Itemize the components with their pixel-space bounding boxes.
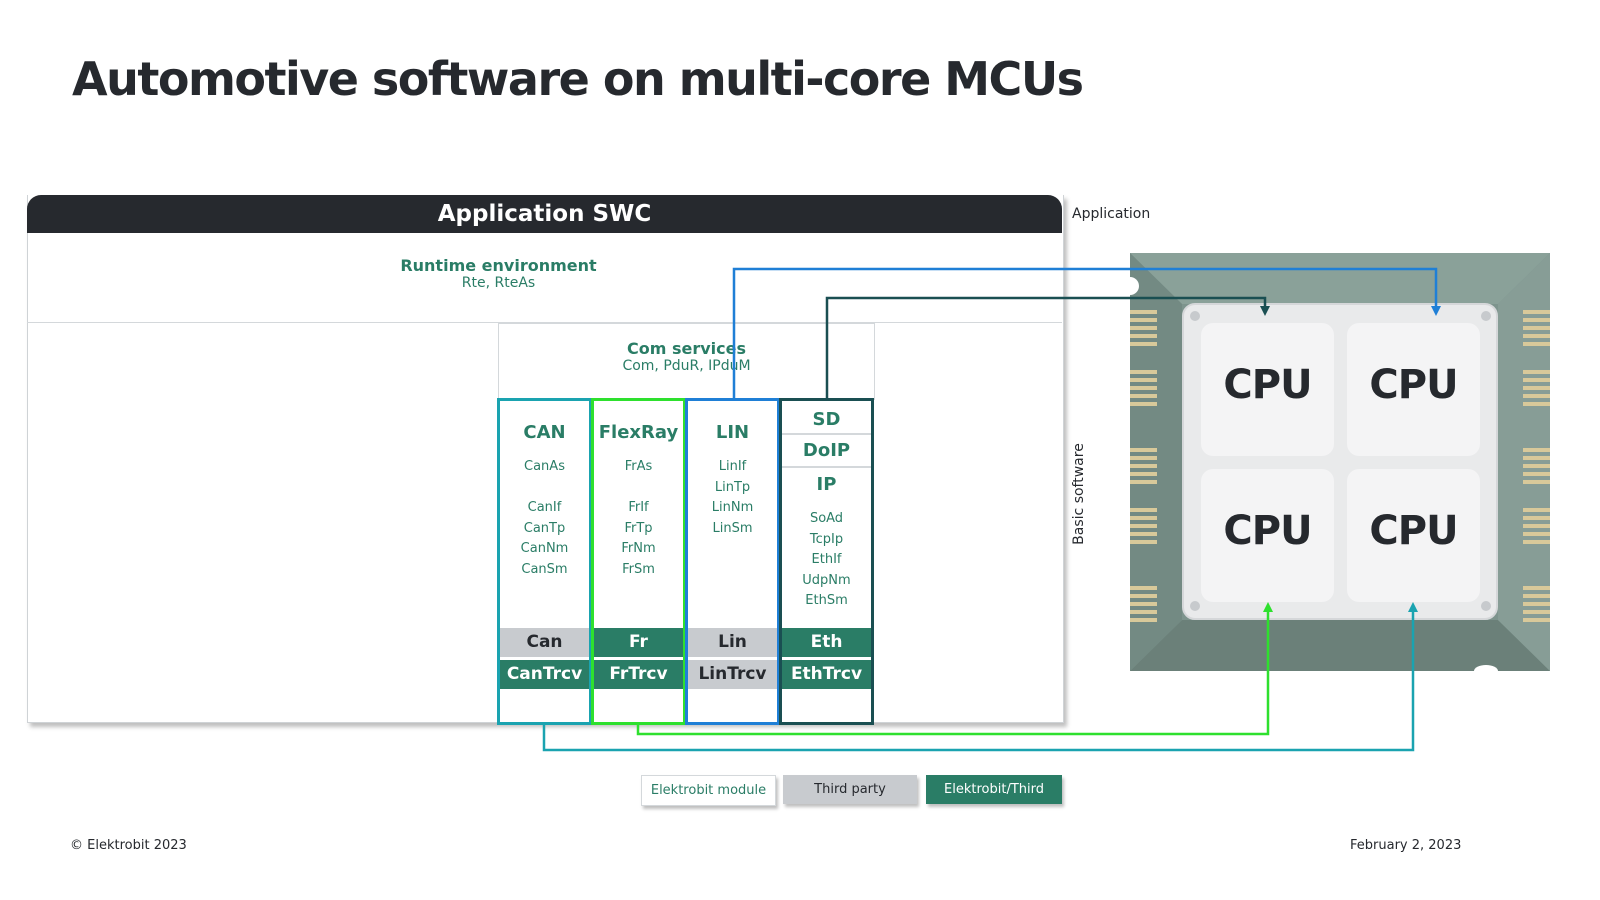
com-services-box: Com services Com, PduR, IPduM — [498, 323, 875, 400]
legend-elektrobit-module: Elektrobit module — [641, 775, 776, 806]
stack-ethernet: SD DoIP IP SoAd TcpIp EthIf UdpNm EthSm … — [779, 398, 874, 725]
driver-band: Fr — [594, 628, 683, 657]
transceiver-band: EthTrcv — [782, 660, 871, 689]
mcu-chip-graphic — [1121, 253, 1550, 677]
runtime-modules: Rte, RteAs — [461, 275, 536, 291]
stack-title: CAN — [523, 422, 566, 443]
stack-modules: FrAs FrIf FrTp FrNm FrSm — [594, 457, 683, 580]
stack-title: FlexRay — [598, 422, 679, 443]
driver-band: Lin — [688, 628, 777, 657]
module: LinSm — [712, 520, 753, 536]
module: EthIf — [811, 552, 842, 567]
stack-modules: LinIf LinTp LinNm LinSm — [688, 457, 777, 539]
cpu-core-1: CPU — [1223, 362, 1312, 408]
module: FrTp — [624, 520, 653, 536]
application-label: Application — [1072, 206, 1151, 222]
module: LinNm — [711, 500, 754, 515]
copyright: © Elektrobit 2023 — [70, 838, 187, 853]
application-swc-bar: Application SWC — [27, 195, 1062, 233]
driver-band: Can — [500, 628, 589, 657]
cpu-core-2: CPU — [1369, 362, 1458, 408]
page-title: Automotive software on multi-core MCUs — [72, 52, 1084, 106]
lin-connector — [732, 267, 1438, 398]
module: UdpNm — [802, 572, 851, 588]
com-services-title: Com services — [626, 339, 746, 358]
can-connector — [542, 609, 1415, 752]
stack-modules: SoAd TcpIp EthIf UdpNm EthSm — [782, 509, 871, 612]
mcu-chip: CPU CPU CPU CPU — [1121, 252, 1550, 677]
stack-can: CAN CanAs CanIf CanTp CanNm CanSm Can Ca… — [497, 398, 592, 725]
transceiver-band: FrTrcv — [594, 660, 683, 689]
legend-elektrobit-third-party: Elektrobit/Third party — [926, 775, 1062, 826]
stack-title: IP — [816, 474, 837, 495]
module: CanIf — [527, 500, 562, 515]
com-services-modules: Com, PduR, IPduM — [622, 358, 751, 374]
date: February 2, 2023 — [1350, 838, 1462, 853]
runtime-title: Runtime environment — [400, 256, 597, 275]
stack-flexray: FlexRay FrAs FrIf FrTp FrNm FrSm Fr FrTr… — [591, 398, 686, 725]
module: SoAd — [809, 511, 844, 526]
module: FrNm — [621, 541, 656, 556]
module: CanAs — [524, 459, 565, 474]
cpu-core-3: CPU — [1223, 508, 1312, 554]
runtime-environment: Runtime environment Rte, RteAs — [27, 256, 970, 291]
transceiver-band: LinTrcv — [688, 660, 777, 689]
can-connector-arrow — [1408, 602, 1418, 612]
module: FrSm — [622, 561, 655, 577]
stack-lin: LIN LinIf LinTp LinNm LinSm Lin LinTrcv — [685, 398, 780, 725]
rte-divider — [27, 322, 1062, 323]
separator — [782, 466, 871, 468]
doip-label: DoIP — [802, 440, 851, 461]
ethernet-connector-arrow — [1260, 306, 1270, 316]
legend-third-party: Third party — [783, 775, 917, 804]
ethernet-connector — [825, 296, 1267, 398]
module: LinIf — [718, 459, 747, 474]
stack-title: LIN — [715, 422, 750, 443]
transceiver-band: CanTrcv — [500, 660, 589, 689]
driver-band: Eth — [782, 628, 871, 657]
module: FrIf — [628, 500, 649, 515]
lin-connector-arrow — [1431, 306, 1441, 316]
module: FrAs — [624, 459, 653, 474]
sd-label: SD — [812, 409, 841, 430]
flexray-connector-arrow — [1263, 602, 1273, 612]
module: CanTp — [523, 520, 566, 536]
module: CanNm — [520, 541, 569, 556]
module: LinTp — [714, 479, 751, 495]
cpu-core-4: CPU — [1369, 508, 1458, 554]
stack-modules: CanAs CanIf CanTp CanNm CanSm — [500, 457, 589, 580]
module: TcpIp — [809, 531, 844, 547]
module: EthSm — [805, 593, 848, 608]
separator — [782, 433, 871, 435]
flexray-connector — [636, 609, 1270, 736]
module: CanSm — [521, 561, 568, 577]
